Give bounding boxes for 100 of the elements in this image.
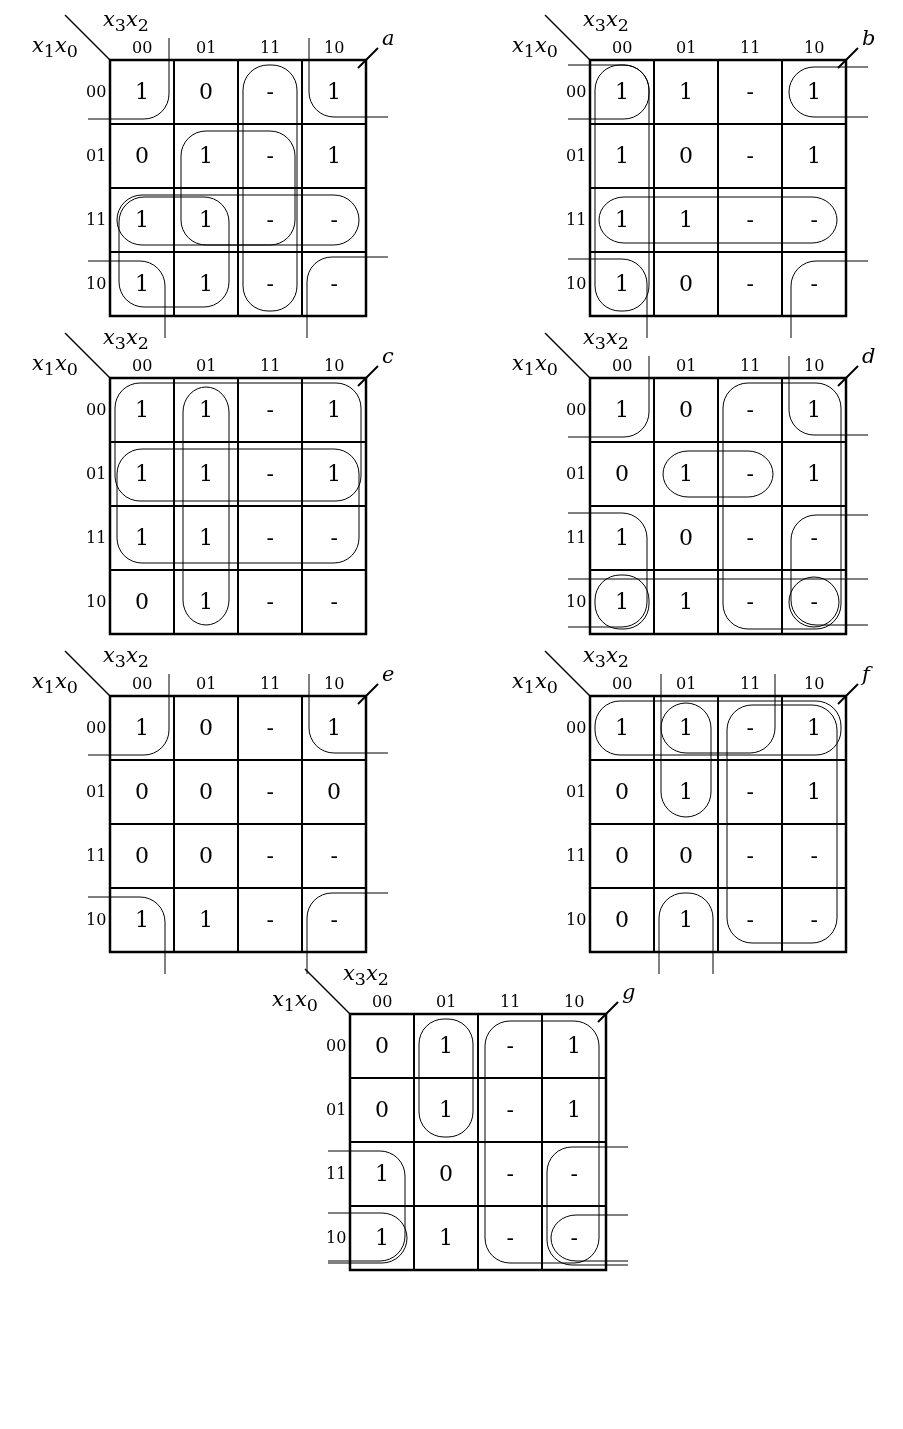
row-header: 11 [86,848,107,864]
row-header: 11 [326,1166,347,1182]
row-header: 10 [566,276,587,292]
row-variables-label: x$_{1}$x$_{0}$ [32,353,78,379]
cell-value: - [570,1163,578,1185]
cell-value: - [746,717,754,739]
cell-value: - [746,781,754,803]
column-header: 00 [132,676,153,692]
row-header: 01 [86,148,107,164]
column-header: 00 [132,40,153,56]
cell-value: 1 [135,399,149,421]
cell-value: 1 [327,463,341,485]
cell-value: - [746,527,754,549]
row-variables-label: x$_{1}$x$_{0}$ [512,353,558,379]
cell-value: 1 [327,717,341,739]
cell-value: - [810,909,818,931]
output-name: a [382,27,395,49]
cell-value: 1 [135,209,149,231]
column-header: 10 [564,994,585,1010]
column-header: 10 [804,676,825,692]
cell-value: 0 [615,909,629,931]
row-header: 00 [566,402,587,418]
cell-value: - [506,1163,514,1185]
cell-value: - [330,845,338,867]
cell-value: - [570,1227,578,1249]
cell-value: 0 [615,463,629,485]
cell-value: - [266,781,274,803]
output-name: g [622,981,636,1003]
cell-value: - [266,463,274,485]
cell-value: - [746,909,754,931]
output-name: b [862,27,876,49]
cell-value: 0 [327,781,341,803]
cell-value: 1 [615,145,629,167]
cell-value: - [746,591,754,613]
cell-value: 1 [135,81,149,103]
cell-value: 0 [679,273,693,295]
column-header: 00 [372,994,393,1010]
cell-value: - [266,591,274,613]
row-header: 11 [566,212,587,228]
cell-value: 1 [135,273,149,295]
cell-value: - [266,717,274,739]
cell-value: 1 [615,273,629,295]
cell-value: 1 [439,1227,453,1249]
cell-value: 0 [679,527,693,549]
cell-value: - [810,209,818,231]
row-variables-label: x$_{1}$x$_{0}$ [512,671,558,697]
cell-value: - [330,273,338,295]
row-header: 11 [566,848,587,864]
cell-value: 0 [375,1099,389,1121]
column-header: 00 [132,358,153,374]
cell-value: 0 [615,781,629,803]
cell-value: 1 [807,399,821,421]
column-header: 10 [324,40,345,56]
cell-value: 0 [135,845,149,867]
cell-value: - [810,527,818,549]
row-header: 10 [326,1230,347,1246]
cell-value: - [746,399,754,421]
cell-value: 1 [199,527,213,549]
column-header: 01 [196,676,217,692]
row-variables-label: x$_{1}$x$_{0}$ [32,35,78,61]
cell-value: 1 [439,1035,453,1057]
column-header: 01 [676,40,697,56]
cell-value: 0 [679,399,693,421]
cell-value: 1 [375,1227,389,1249]
row-header: 01 [566,784,587,800]
cell-value: 1 [135,527,149,549]
cell-value: 1 [807,717,821,739]
cell-value: 1 [135,909,149,931]
output-name: e [382,663,395,685]
column-header: 01 [196,358,217,374]
cell-value: - [810,591,818,613]
cell-value: 1 [615,591,629,613]
cell-value: - [330,209,338,231]
column-variables-label: x$_{3}$x$_{2}$ [343,963,389,989]
cell-value: - [266,845,274,867]
cell-value: 1 [327,145,341,167]
row-header: 11 [566,530,587,546]
column-header: 01 [436,994,457,1010]
cell-value: 1 [679,81,693,103]
column-header: 00 [612,676,633,692]
row-header: 10 [86,276,107,292]
cell-value: 1 [679,717,693,739]
row-header: 00 [326,1038,347,1054]
cell-value: 1 [679,781,693,803]
cell-value: 1 [615,527,629,549]
cell-value: 0 [135,145,149,167]
cell-value: - [506,1227,514,1249]
cell-value: 1 [199,591,213,613]
row-header: 00 [86,720,107,736]
row-header: 10 [86,594,107,610]
column-header: 10 [804,40,825,56]
row-header: 00 [86,84,107,100]
cell-value: 0 [199,81,213,103]
row-header: 01 [86,784,107,800]
cell-value: - [330,591,338,613]
cell-value: - [266,527,274,549]
row-header: 01 [566,466,587,482]
cell-value: - [266,273,274,295]
cell-value: 1 [679,909,693,931]
cell-value: 1 [375,1163,389,1185]
